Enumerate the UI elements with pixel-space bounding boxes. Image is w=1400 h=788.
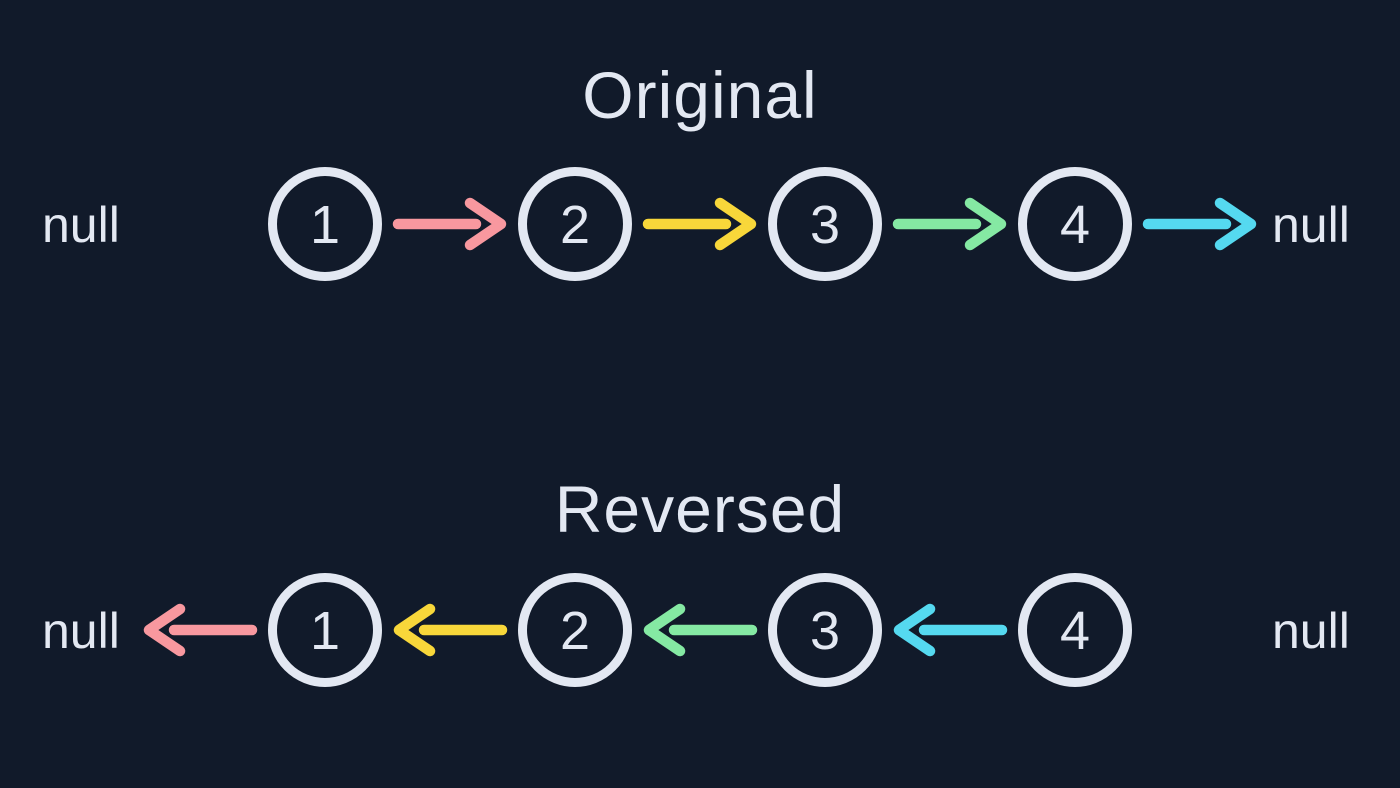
node-value: 1 [309, 195, 341, 255]
original-null-right: null [1272, 197, 1350, 253]
next-pointer-arrow [642, 197, 757, 251]
next-pointer-arrow [1142, 197, 1257, 251]
node-circle: 1 [268, 573, 382, 687]
next-pointer-arrow [392, 197, 507, 251]
prev-pointer-arrow [143, 603, 258, 657]
prev-pointer-arrow [893, 603, 1008, 657]
reversed-null-right: null [1272, 603, 1350, 659]
next-pointer-arrow [892, 197, 1007, 251]
node-value: 1 [309, 601, 341, 661]
node-value: 3 [809, 195, 841, 255]
node-circle: 1 [268, 167, 382, 281]
original-null-left: null [42, 197, 120, 253]
node-circle: 2 [518, 573, 632, 687]
node-value: 2 [559, 601, 591, 661]
prev-pointer-arrow [393, 603, 508, 657]
reversed-null-left: null [42, 603, 120, 659]
node-circle: 3 [768, 167, 882, 281]
node-value: 4 [1059, 195, 1091, 255]
node-value: 4 [1059, 601, 1091, 661]
node-circle: 4 [1018, 167, 1132, 281]
reversed-title: Reversed [554, 472, 846, 546]
node-value: 3 [809, 601, 841, 661]
node-circle: 3 [768, 573, 882, 687]
node-value: 2 [559, 195, 591, 255]
original-title: Original [582, 58, 818, 132]
node-circle: 2 [518, 167, 632, 281]
node-circle: 4 [1018, 573, 1132, 687]
prev-pointer-arrow [643, 603, 758, 657]
